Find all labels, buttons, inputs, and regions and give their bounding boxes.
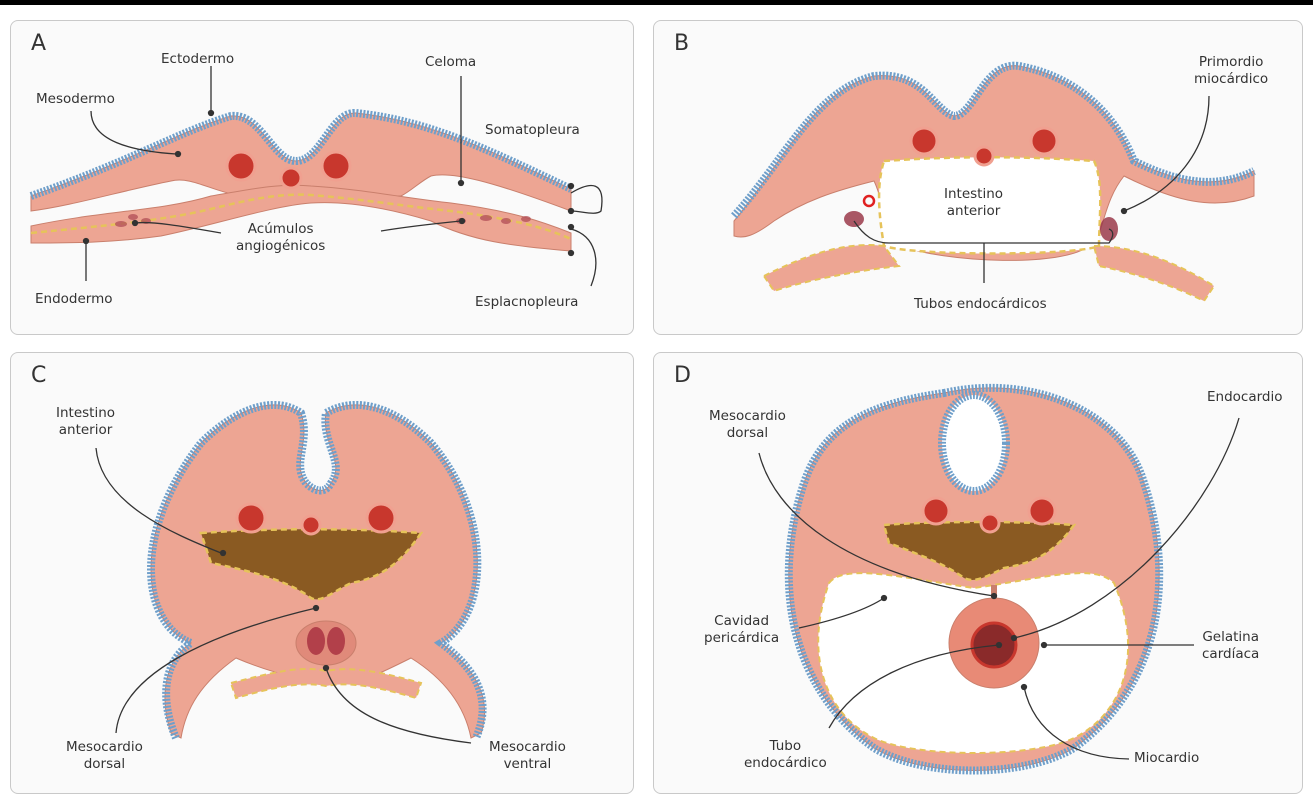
panel-a: A Ectodermo — [10, 20, 634, 335]
panel-c: C Intestino anterior Mesocardio dorsal M… — [10, 352, 634, 794]
label-mesocardio-dorsal-c: Mesocardio dorsal — [66, 739, 143, 773]
label-cavidad: Cavidad pericárdica — [704, 613, 779, 647]
label-tubos: Tubos endocárdicos — [914, 296, 1047, 313]
label-celoma: Celoma — [425, 54, 476, 71]
label-intestino-c: Intestino anterior — [56, 405, 115, 439]
label-endodermo: Endodermo — [35, 291, 113, 308]
label-mesocardio-dorsal-d: Mesocardio dorsal — [709, 408, 786, 442]
embryo-illustration-a — [11, 21, 633, 334]
label-intestino-b: Intestino anterior — [944, 186, 1003, 220]
label-ectodermo: Ectodermo — [161, 51, 234, 68]
label-gelatina: Gelatina cardíaca — [1202, 629, 1259, 663]
label-mesodermo: Mesodermo — [36, 91, 115, 108]
label-endocardio: Endocardio — [1207, 389, 1283, 406]
top-border — [0, 0, 1313, 5]
panel-d: D Mesocardio dorsal Endocardio Cavidad p… — [653, 352, 1303, 794]
label-esplacnopleura: Esplacnopleura — [475, 294, 578, 311]
panel-b: B Primordio miocárdico Intestino anterio… — [653, 20, 1303, 335]
label-tubo: Tubo endocárdico — [744, 738, 827, 772]
label-primordio: Primordio miocárdico — [1194, 54, 1268, 88]
label-acumulos: Acúmulos angiogénicos — [236, 221, 325, 255]
label-miocardio: Miocardio — [1134, 750, 1199, 767]
label-mesocardio-ventral: Mesocardio ventral — [489, 739, 566, 773]
label-somatopleura: Somatopleura — [485, 122, 580, 139]
